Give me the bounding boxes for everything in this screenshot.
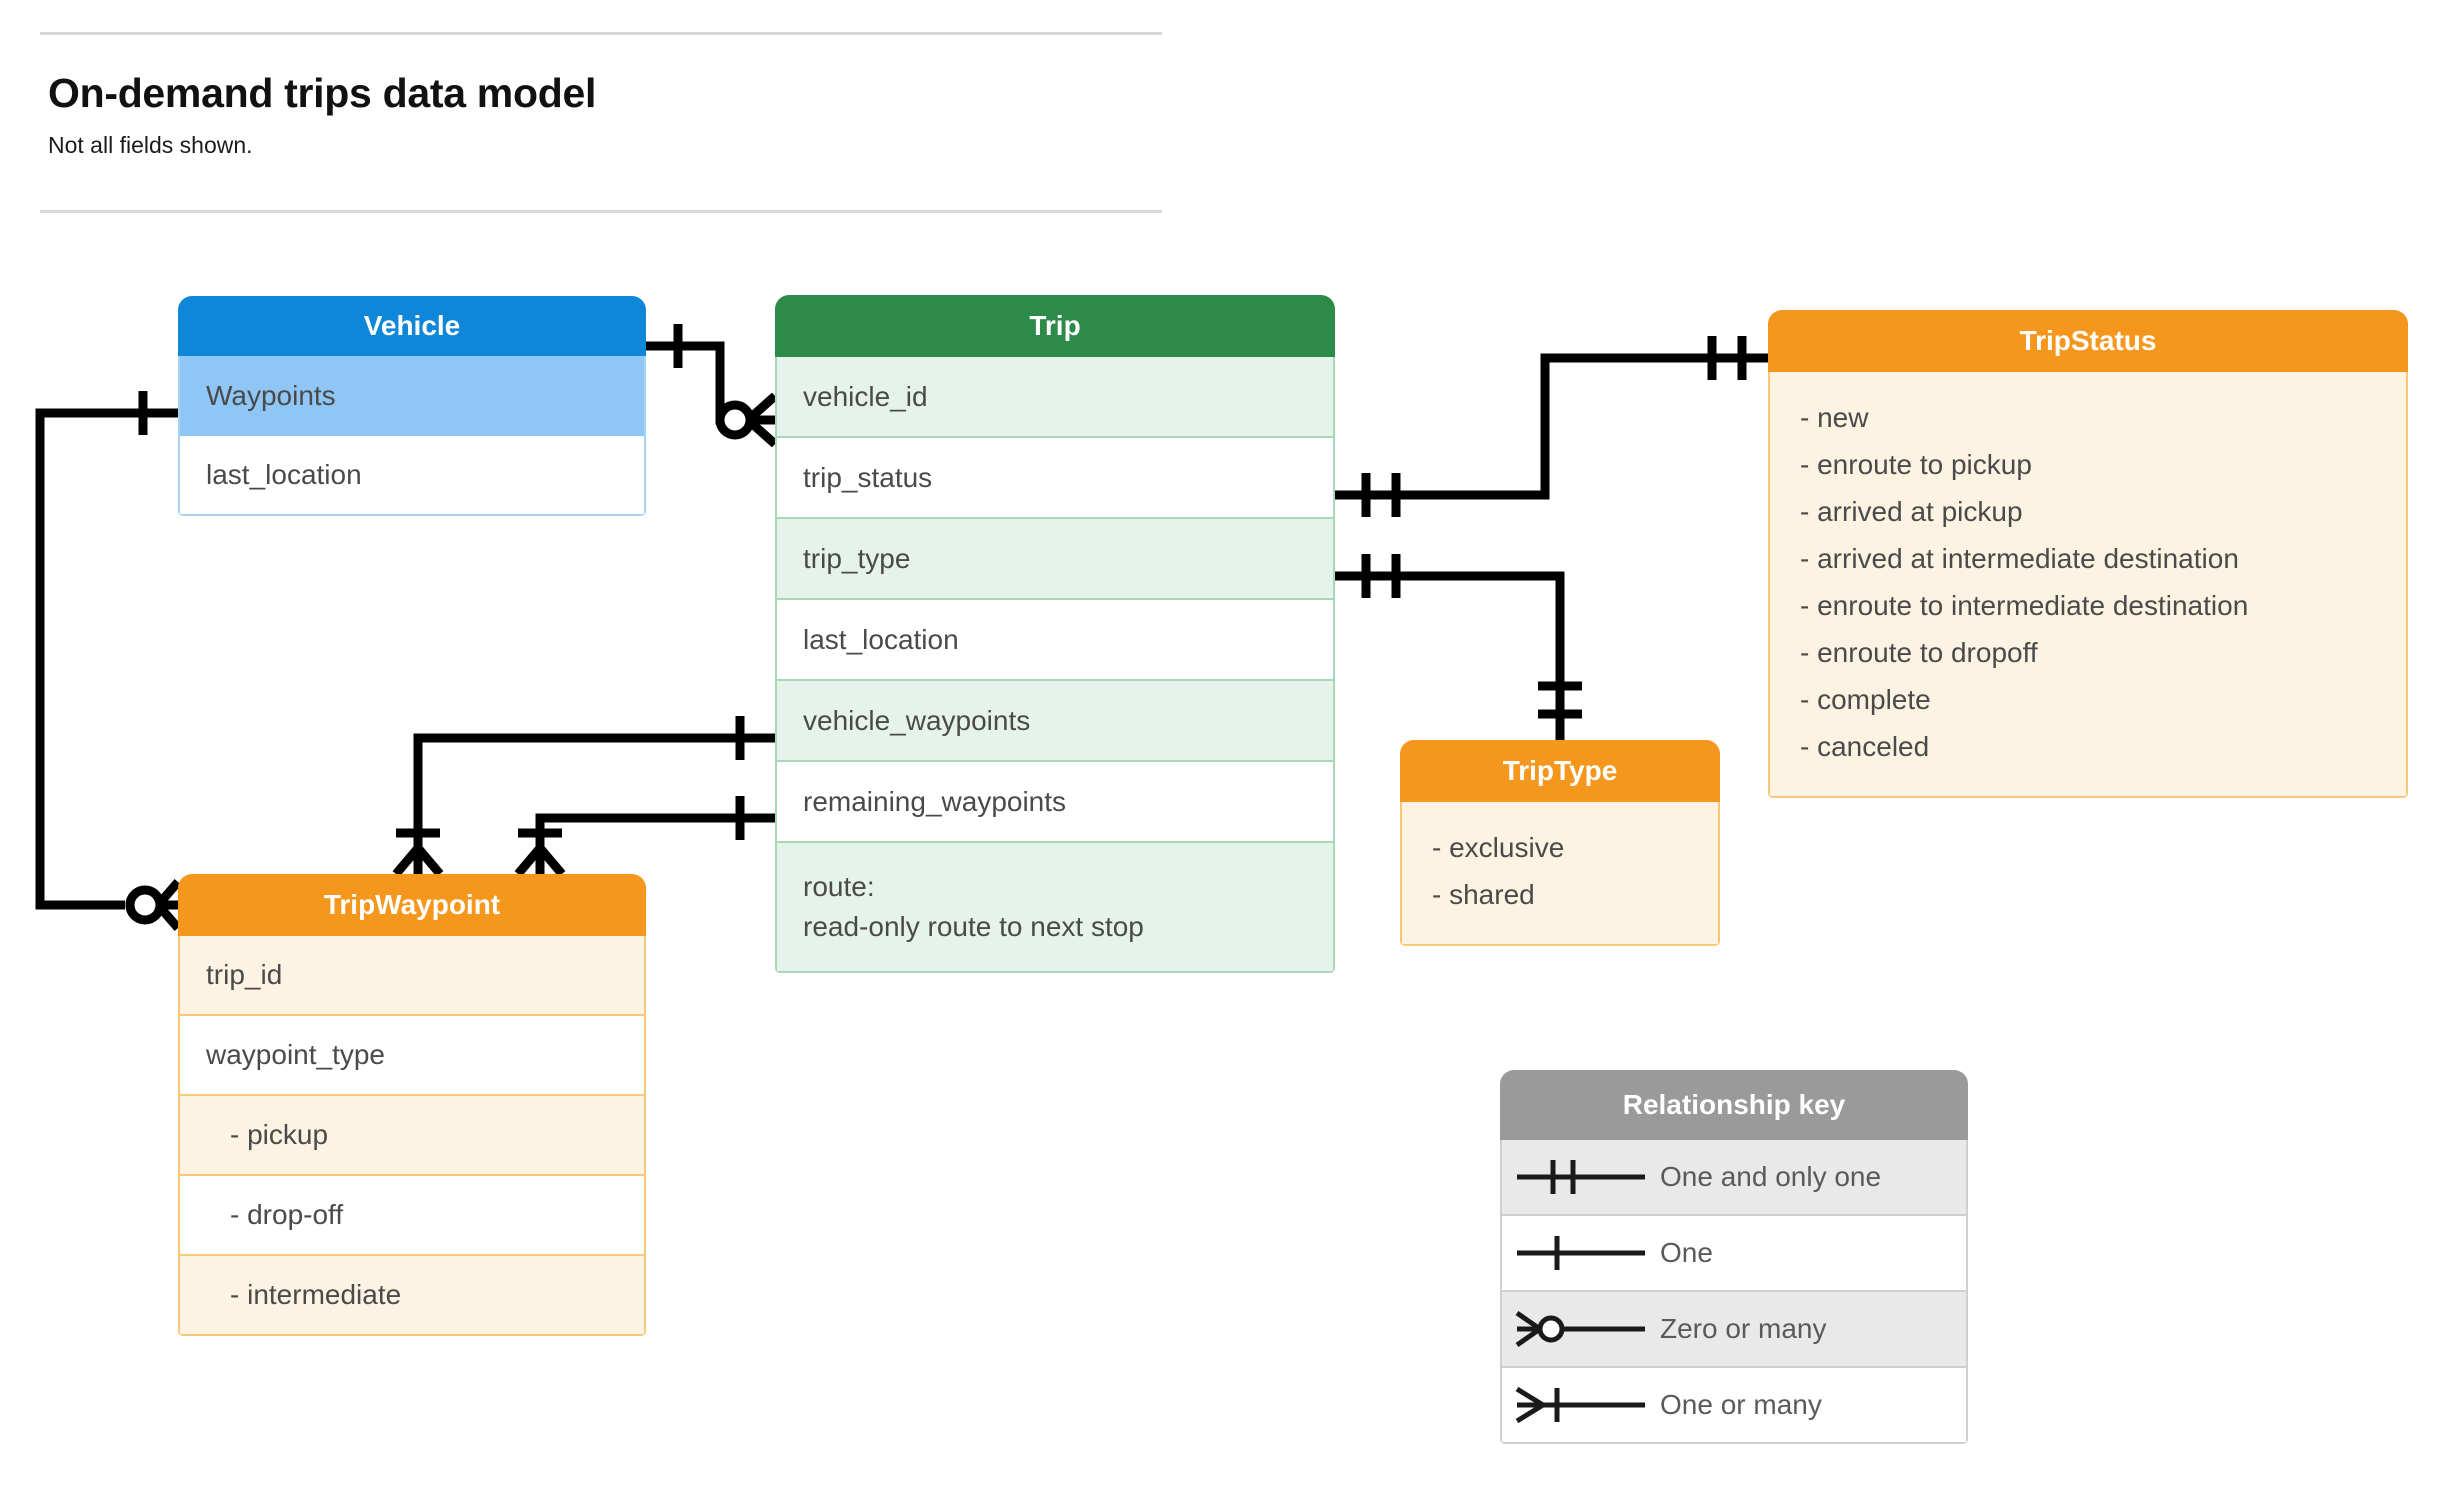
field-trip-remaining-waypoints: remaining_waypoints [775,762,1335,843]
entity-trip[interactable]: Trip vehicle_id trip_status trip_type la… [775,295,1335,973]
legend-label-zero-or-many: Zero or many [1660,1313,1827,1344]
field-trip-route-label: route: [803,871,875,903]
field-trip-trip-status: trip_status [775,438,1335,519]
value-status-enroute-intermediate: - enroute to intermediate destination [1800,590,2249,622]
field-vehicle-last-location: last_location [178,436,646,516]
legend-label-one-and-only-one: One and only one [1660,1161,1882,1192]
zero-or-many-icon [1502,1304,1660,1354]
entity-triptype[interactable]: TripType - exclusive - shared [1400,740,1720,947]
field-trip-last-location: last_location [775,600,1335,681]
entity-tripstatus[interactable]: TripStatus - new - enroute to pickup - a… [1768,310,2408,799]
legend-row-one-and-only-one: One and only one [1500,1140,1968,1216]
one-icon [1502,1228,1660,1278]
entity-vehicle-title: Vehicle [178,296,646,356]
header-divider-top [40,32,1162,35]
field-tripwaypoint-waypoint-type: waypoint_type [178,1016,646,1096]
value-status-arrived-pickup: - arrived at pickup [1800,496,2023,528]
legend-row-one-or-many: One or many [1500,1368,1968,1444]
field-trip-vehicle-id: vehicle_id [775,357,1335,438]
value-status-new: - new [1800,402,1869,433]
value-tripwaypoint-intermediate: - intermediate [178,1256,646,1336]
relationship-key-title: Relationship key [1500,1070,1968,1140]
page-title: On-demand trips data model [48,70,597,116]
page-subtitle: Not all fields shown. [48,132,253,158]
entity-tripstatus-values: - new - enroute to pickup - arrived at p… [1768,372,2408,799]
field-tripwaypoint-trip-id: trip_id [178,936,646,1016]
entity-triptype-title: TripType [1400,740,1720,802]
field-trip-route: route: read-only route to next stop [775,843,1335,973]
entity-tripwaypoint-title: TripWaypoint [178,874,646,936]
field-trip-vehicle-waypoints: vehicle_waypoints [775,681,1335,762]
relationship-key[interactable]: Relationship key One and only one [1500,1070,1968,1444]
value-status-complete: - complete [1800,684,1931,716]
field-trip-trip-type: trip_type [775,519,1335,600]
value-type-shared: - shared [1432,879,1535,911]
entity-vehicle[interactable]: Vehicle Waypoints last_location [178,296,646,516]
field-vehicle-waypoints: Waypoints [178,356,646,436]
entity-tripstatus-title: TripStatus [1768,310,2408,372]
value-status-enroute-pickup: - enroute to pickup [1800,449,2032,481]
legend-row-zero-or-many: Zero or many [1500,1292,1968,1368]
value-type-exclusive: - exclusive [1432,832,1565,863]
field-trip-route-note: read-only route to next stop [803,911,1144,942]
entity-trip-title: Trip [775,295,1335,357]
entity-triptype-values: - exclusive - shared [1400,802,1720,947]
legend-label-one-or-many: One or many [1660,1389,1822,1420]
value-tripwaypoint-dropoff: - drop-off [178,1176,646,1256]
value-status-arrived-intermediate: - arrived at intermediate destination [1800,543,2239,575]
legend-label-one: One [1660,1237,1713,1268]
value-status-canceled: - canceled [1800,731,1930,763]
header-divider-bottom [40,210,1162,213]
one-or-many-icon [1502,1380,1660,1430]
legend-row-one: One [1500,1216,1968,1292]
value-status-enroute-dropoff: - enroute to dropoff [1800,637,2038,669]
entity-tripwaypoint[interactable]: TripWaypoint trip_id waypoint_type - pic… [178,874,646,1336]
value-tripwaypoint-pickup: - pickup [178,1096,646,1176]
one-and-only-one-icon [1502,1152,1660,1202]
